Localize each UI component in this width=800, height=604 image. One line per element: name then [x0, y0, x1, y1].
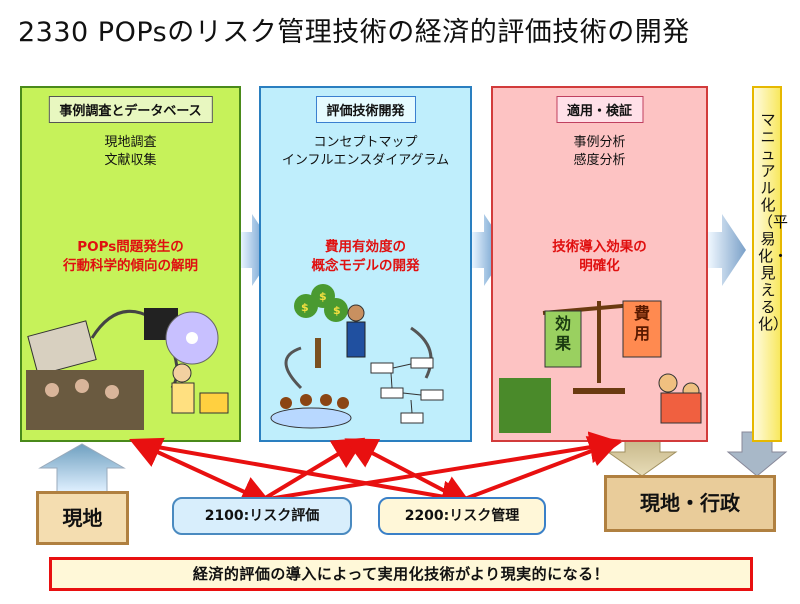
cucumber-photo — [499, 378, 551, 433]
panel2-result1: 費用有効度の — [325, 239, 406, 255]
meeting-icon — [270, 394, 352, 429]
people-icon — [658, 373, 702, 424]
teacher-icon — [171, 363, 229, 414]
panel1-item2: 文献収集 — [104, 153, 157, 168]
genchi-gyosei-box: 現地・行政 — [604, 475, 776, 532]
concept-map-icon — [370, 357, 444, 424]
panel1-item1: 現地調査 — [104, 135, 157, 150]
flow-arrow-2 — [472, 214, 508, 286]
panel1-header: 事例調査とデータベース — [48, 96, 213, 123]
scale-left-label: 効果 — [554, 314, 571, 353]
panel3-item2: 感度分析 — [573, 153, 626, 168]
panel1-illustration — [26, 308, 229, 430]
panel1-result1: POPs問題発生の — [77, 239, 184, 255]
svg-text:$: $ — [333, 304, 341, 317]
red-arrow-6 — [461, 436, 622, 502]
panel2-item1: コンセプトマップ — [313, 135, 418, 150]
scale-right-label: 費用 — [633, 304, 650, 343]
panel3-header: 適用・検証 — [555, 96, 644, 123]
red-arrow-4 — [344, 438, 473, 506]
panel3-item1: 事例分析 — [573, 135, 626, 150]
notebook-icon — [27, 320, 97, 376]
svg-text:$: $ — [319, 290, 327, 303]
disk-icon — [144, 308, 219, 365]
flow-arrow-1 — [241, 214, 276, 286]
panel2-illustration: $ $ $ — [270, 284, 444, 429]
red-arrow-2 — [139, 442, 474, 513]
red-arrow-3 — [260, 437, 366, 502]
panel3-result2: 明確化 — [579, 258, 620, 274]
panel3-illustration — [499, 300, 702, 433]
svg-text:$: $ — [301, 301, 309, 314]
panel3-result1: 技術導入効果の — [552, 239, 647, 255]
risk-evaluation-box: 2100:リスク評価 — [172, 497, 352, 535]
money-tree-icon: $ $ $ — [294, 284, 348, 368]
genchi-box: 現地 — [36, 491, 129, 545]
businessman-icon — [346, 304, 366, 358]
panel1-result2: 行動科学的傾向の解明 — [63, 258, 198, 274]
red-arrow-1 — [129, 437, 273, 507]
flow-arrow-3 — [708, 214, 746, 286]
panel-manual: マニュアル化（平易化・見える化） — [752, 86, 788, 442]
risk-management-box: 2200:リスク管理 — [378, 497, 546, 535]
conclusion-banner: 経済的評価の導入によって実用化技術がより現実的になる！ — [49, 557, 753, 591]
panel2-header: 評価技術開発 — [315, 96, 416, 123]
red-arrow-5 — [261, 431, 622, 502]
panel-application: 適用・検証 事例分析 感度分析 技術導入効果の 明確化 効果 費用 — [491, 86, 708, 442]
panel2-result2: 概念モデルの開発 — [311, 258, 420, 274]
field-photo — [26, 370, 144, 430]
up-arrow — [38, 443, 126, 493]
panel-case-study: 事例調査とデータベース 現地調査 文献収集 POPs問題発生の 行動科学的傾向の… — [20, 86, 241, 442]
page-title: 2330 POPsのリスク管理技術の経済的評価技術の開発 — [18, 17, 690, 48]
panel2-item2: インフルエンスダイアグラム — [281, 153, 450, 168]
